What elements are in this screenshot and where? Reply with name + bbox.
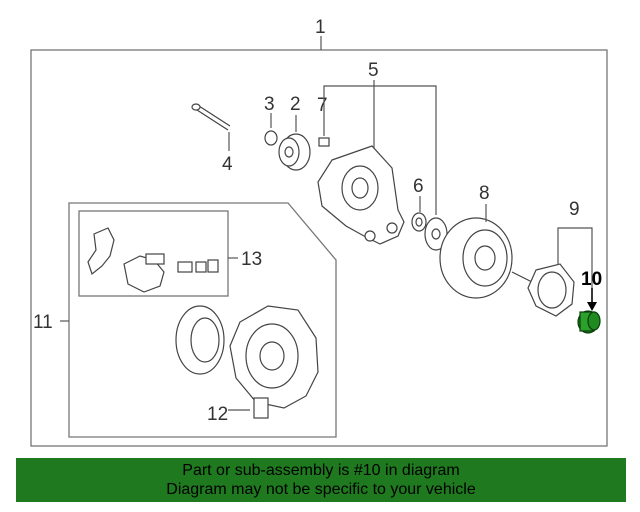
callout-5: 5 <box>368 60 379 81</box>
plate-part <box>424 217 448 251</box>
callout-1: 1 <box>315 17 326 38</box>
callout-11: 11 <box>33 312 53 333</box>
callout-10-arrowhead <box>587 302 597 311</box>
callout-9-bracket <box>557 227 593 310</box>
regulator-part <box>87 227 165 293</box>
callout-8: 8 <box>479 183 490 204</box>
bolt-part <box>191 103 231 131</box>
assembly-frame <box>30 49 608 447</box>
callout-6: 6 <box>413 176 424 197</box>
subassembly-11-frame <box>68 202 337 438</box>
pulley-part <box>278 133 311 171</box>
front-housing-part <box>317 145 405 245</box>
rectifier-part <box>175 305 225 375</box>
footer-banner: Part or sub-assembly is #10 in diagram D… <box>16 458 626 502</box>
callout-12: 12 <box>207 404 228 425</box>
parts-diagram: 1 11 13 4 3 2 7 5 <box>30 17 608 447</box>
stator-part <box>439 217 513 299</box>
callout-9: 9 <box>569 199 580 220</box>
callout-7: 7 <box>317 95 328 116</box>
callout-13: 13 <box>241 249 262 270</box>
bearing-part-highlighted[interactable] <box>577 310 601 334</box>
footer-line-1: Part or sub-assembly is #10 in diagram <box>182 462 460 479</box>
callout-5-bracket <box>323 85 437 215</box>
stud-part <box>318 137 330 147</box>
subassembly-13-frame <box>78 210 229 297</box>
plug-part <box>253 397 269 419</box>
callout-3: 3 <box>264 94 275 115</box>
callout-10: 10 <box>581 269 602 290</box>
brush-part <box>177 259 219 273</box>
rear-housing-part <box>229 305 319 409</box>
footer-line-2: Diagram may not be specific to your vehi… <box>166 481 476 498</box>
callout-2: 2 <box>290 94 301 115</box>
rotor-part <box>511 263 575 317</box>
cap-part <box>264 130 278 146</box>
callout-4: 4 <box>222 154 233 175</box>
washer-part <box>411 212 427 232</box>
